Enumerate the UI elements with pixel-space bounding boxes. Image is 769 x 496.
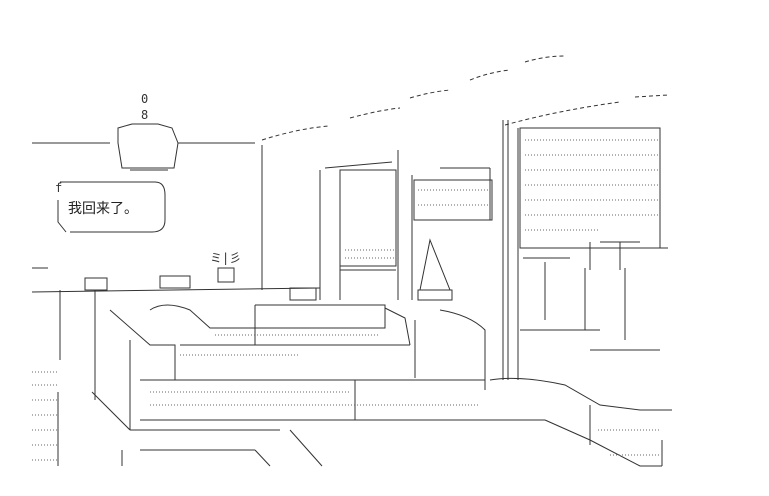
chairs (520, 257, 660, 351)
right-bookcase (519, 127, 668, 270)
window (324, 161, 397, 271)
ceiling-lamp (32, 123, 255, 171)
plant (217, 267, 235, 283)
plant-leaves-glyph: ミ|彡 (210, 251, 242, 265)
walls (261, 120, 519, 380)
ceiling-lines (261, 55, 669, 141)
table-lamp (417, 238, 453, 301)
lamp-chain-bottom-glyph: 8 (141, 108, 149, 122)
rug (489, 377, 672, 467)
coffee-table (121, 379, 545, 467)
speech-bubble-outline (57, 181, 166, 233)
left-floor-edge (57, 391, 131, 466)
lamp-chain-top-glyph: 0 (141, 92, 149, 106)
bubble-tail-mark: f (55, 181, 63, 195)
back-counter (31, 267, 321, 400)
dotted-shading (32, 139, 660, 461)
sofa (109, 304, 486, 430)
speech-bubble-text: 我回来了。 (68, 201, 138, 217)
wall-picture (413, 167, 493, 221)
